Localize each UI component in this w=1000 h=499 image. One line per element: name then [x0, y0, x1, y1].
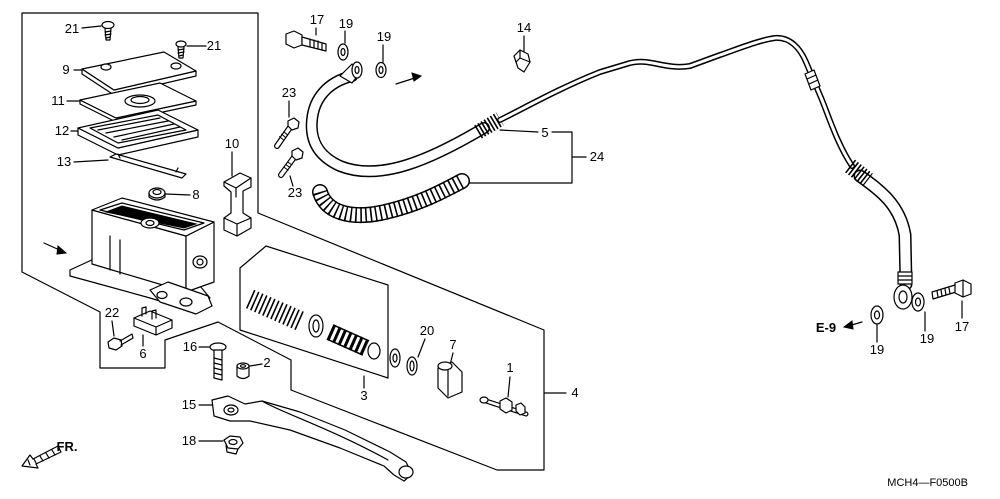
callout-screw-upper: 21 [65, 21, 79, 36]
callout-circlip: 20 [420, 323, 434, 338]
push-rod [479, 396, 529, 417]
banjo-bolt-lower [931, 279, 972, 300]
callout-push-rod: 1 [506, 360, 513, 375]
callout-lever-bush: 2 [263, 355, 270, 370]
callout-lever-holder: 10 [225, 136, 239, 151]
lower-clutch-hose [845, 159, 913, 310]
callout-washer-lower-a: 19 [870, 342, 884, 357]
sealing-washer-upper-b [375, 61, 387, 79]
callout-banjo-bolt-upper: 17 [310, 12, 324, 27]
callout-switch-screw: 22 [105, 305, 119, 320]
callout-pivot-nut: 18 [182, 433, 196, 448]
callout-washer-upper-a: 19 [339, 16, 353, 31]
clutch-pipe [497, 34, 855, 169]
banjo-bolt-upper [285, 30, 327, 52]
callout-clamp-bolt-upper: 23 [282, 85, 296, 100]
diaphragm [77, 109, 199, 156]
set-plate [109, 153, 187, 179]
arrow-icon [395, 72, 423, 85]
lever-bush [236, 362, 250, 380]
hose-clip [513, 49, 531, 73]
pivot-nut [223, 435, 244, 455]
clutch-lever [211, 395, 414, 482]
callout-diaphragm: 12 [55, 123, 69, 138]
circlip-20 [406, 356, 418, 376]
reservoir-cap [81, 51, 197, 96]
callout-piston-kit: 3 [360, 388, 367, 403]
cap-screw-right [175, 40, 187, 59]
diaphragm-plate [79, 82, 197, 123]
hose-protector-spring [312, 173, 470, 223]
callout-pivot-bolt: 16 [183, 339, 197, 354]
callout-diaphragm-plate: 11 [51, 93, 65, 108]
arrow-icon [842, 320, 863, 330]
callout-washer-lower-b: 19 [920, 331, 934, 346]
sealing-washer-lower-a [870, 305, 884, 325]
primary-cup [308, 314, 324, 338]
master-cylinder-body [69, 197, 215, 315]
clutch-switch [133, 306, 173, 336]
piston-washer [389, 348, 401, 368]
assembly-bracket-lines [21, 12, 545, 471]
figure-code: MCH4—F0500B [887, 477, 968, 489]
callout-clutch-lever: 15 [182, 397, 196, 412]
sealing-washer-upper-a [337, 43, 349, 61]
callout-master-cylinder-assy: 4 [571, 385, 578, 400]
callout-clutch-switch: 6 [139, 346, 146, 361]
callout-screw-right: 21 [207, 38, 221, 53]
arrow-icon [43, 242, 68, 255]
lever-pivot-bolt [209, 342, 227, 381]
callout-clamp-bolt-lower: 23 [288, 185, 302, 200]
callout-hose-protector: 24 [590, 149, 604, 164]
protector-ring [148, 187, 166, 201]
cap-screw-upper [101, 20, 115, 41]
callout-labels: 21 21 9 11 12 13 8 10 17 19 19 14 23 23 … [51, 12, 969, 489]
clamp-bolt-lower [278, 147, 304, 178]
leader-lines [66, 25, 963, 442]
callout-washer-upper-b: 19 [377, 29, 391, 44]
callout-protector-ring: 8 [192, 187, 199, 202]
callout-boot: 7 [449, 337, 456, 352]
callout-hose-clip: 14 [517, 20, 531, 35]
piston-spring [245, 289, 305, 331]
lever-holder [223, 172, 252, 237]
switch-screw [107, 333, 134, 351]
front-marker-label: FR. [57, 439, 78, 454]
clutch-hose [305, 61, 504, 178]
front-direction-arrow-icon [21, 445, 62, 469]
callout-banjo-bolt-lower: 17 [955, 319, 969, 334]
sealing-washer-lower-b [911, 292, 925, 312]
callout-set-plate: 13 [57, 154, 71, 169]
callout-clutch-hose: 5 [541, 125, 548, 140]
piston [326, 324, 381, 360]
callout-reservoir-cap: 9 [62, 62, 69, 77]
direction-reference: E-9 [816, 320, 836, 335]
boot-7 [437, 361, 463, 399]
clamp-bolt-upper [274, 117, 300, 149]
